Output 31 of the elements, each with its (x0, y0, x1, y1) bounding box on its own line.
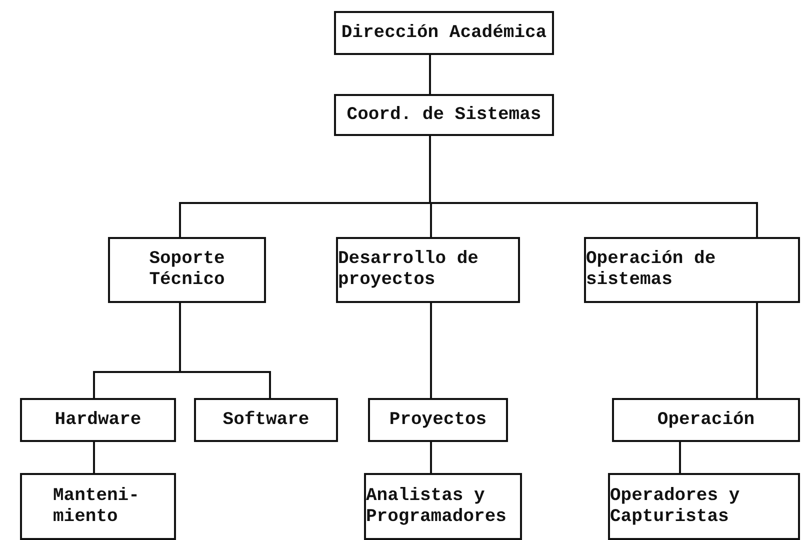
org-box (20, 398, 176, 442)
org-box (364, 473, 522, 540)
org-box (368, 398, 508, 442)
org-box (612, 398, 800, 442)
box-label: Hardware (54, 410, 142, 430)
connector-line (429, 55, 431, 94)
org-box (20, 473, 176, 540)
box-label: Operación (657, 410, 755, 430)
box-label: Dirección Académica (341, 22, 547, 44)
box-label: Operadores y Capturistas (610, 486, 741, 528)
box-label: Operación de sistemas (586, 249, 717, 291)
org-box (108, 237, 266, 303)
connector-line (430, 303, 432, 398)
org-box (194, 398, 338, 442)
box-label: Coord. de Sistemas (346, 104, 542, 126)
connector-line (679, 442, 681, 473)
box-label: Proyectos (389, 410, 487, 430)
org-box (336, 237, 520, 303)
connector-line (430, 442, 432, 473)
connector-line (756, 303, 758, 398)
box-label: Soporte Técnico (148, 249, 226, 291)
box-label: Software (222, 410, 310, 430)
org-box (334, 94, 554, 136)
box-label: Desarrollo de proyectos (338, 249, 480, 291)
org-box (608, 473, 800, 540)
org-box (584, 237, 800, 303)
org-box (334, 11, 554, 55)
connector-line (179, 303, 271, 398)
box-label: Manteni- miento (53, 486, 140, 528)
box-label: Analistas y Programadores (366, 486, 508, 528)
connector-line (93, 442, 95, 473)
